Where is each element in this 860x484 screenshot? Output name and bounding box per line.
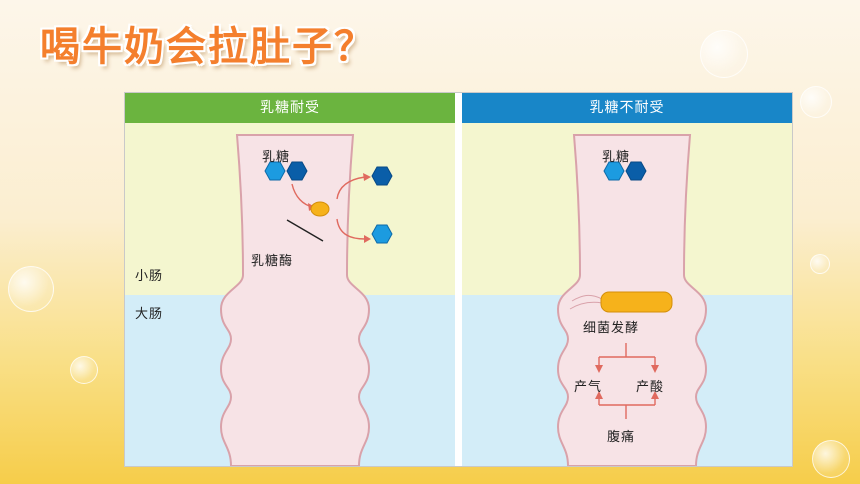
glucose-hexagon (603, 161, 625, 181)
arrowhead (595, 365, 603, 373)
background-bubble (812, 440, 850, 478)
lactose-label: 乳糖 (262, 150, 291, 165)
product-arrow-lower (336, 218, 366, 240)
lactose-diagram: 乳糖耐受 乳糖 乳糖酶 小肠 大肠 乳糖不耐受 (124, 92, 793, 467)
large-intestine-label: 大肠 (135, 307, 164, 322)
product-arrow-upper (336, 176, 366, 200)
lactase-enzyme (310, 201, 330, 217)
fermentation-label: 细菌发酵 (583, 321, 640, 336)
galactose-hexagon (371, 166, 393, 186)
glucose-hexagon (371, 224, 393, 244)
arrowhead (364, 235, 371, 243)
tolerant-header: 乳糖耐受 (125, 93, 455, 123)
bacteria-body (600, 291, 673, 313)
lactase-label: 乳糖酶 (251, 254, 294, 269)
small-intestine-label: 小肠 (135, 269, 164, 284)
slide-title: 喝牛奶会拉肚子？ (40, 24, 376, 70)
background-bubble (700, 30, 748, 78)
lactose-intolerant-panel: 乳糖不耐受 乳糖 细菌发酵 产气 产酸 腹痛 (462, 93, 792, 466)
background-bubble (8, 266, 54, 312)
lactose-tolerant-panel: 乳糖耐受 乳糖 乳糖酶 小肠 大肠 (125, 93, 455, 466)
enzyme-pointer-line (286, 219, 324, 242)
galactose-hexagon (625, 161, 647, 181)
tolerant-intestine-illustration (219, 134, 393, 466)
intolerant-header: 乳糖不耐受 (462, 93, 792, 123)
arrowhead (595, 391, 603, 399)
intestine-tube (219, 134, 371, 466)
background-bubble (810, 254, 830, 274)
arrowhead (363, 173, 371, 181)
lactose-label: 乳糖 (602, 150, 631, 165)
arrowhead (651, 391, 659, 399)
galactose-hexagon (286, 161, 308, 181)
acid-label: 产酸 (636, 380, 665, 395)
background-bubble (70, 356, 98, 384)
intolerant-intestine-illustration (556, 134, 708, 466)
arrowhead (651, 365, 659, 373)
glucose-hexagon (264, 161, 286, 181)
background-bubble (800, 86, 832, 118)
bacteria-flagella (569, 294, 603, 310)
pain-label: 腹痛 (607, 430, 636, 445)
gas-label: 产气 (574, 380, 603, 395)
